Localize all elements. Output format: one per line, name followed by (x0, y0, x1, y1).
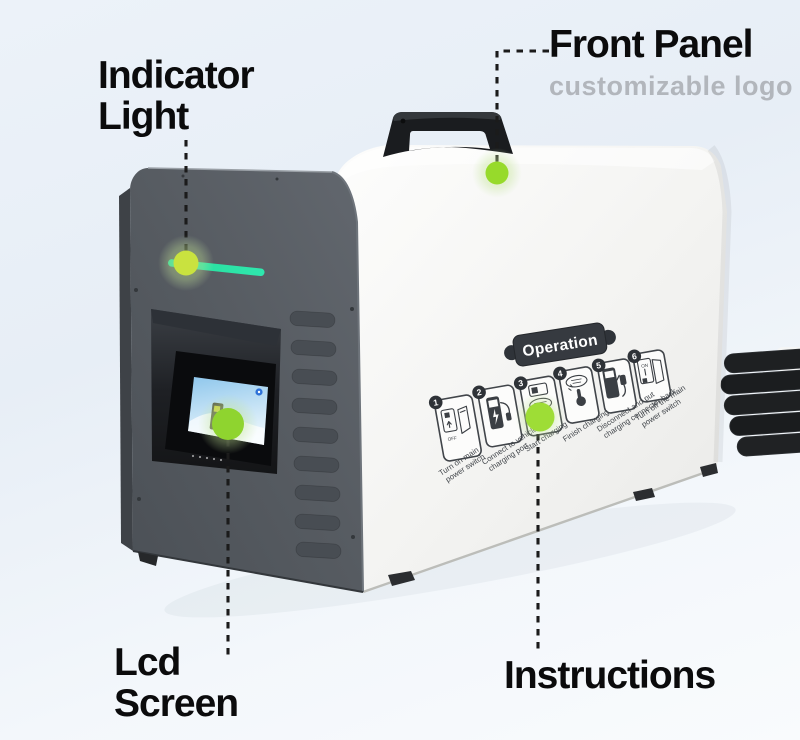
vent-grille (289, 310, 342, 559)
front-panel-dot (485, 161, 509, 185)
body-shell (338, 145, 727, 592)
step-number: 3 (518, 378, 525, 389)
device-foot (633, 488, 655, 501)
panel-bottom-edge (132, 550, 364, 593)
vent-slot (290, 339, 337, 357)
screw (275, 177, 279, 181)
step-number-badge (591, 358, 606, 373)
step-number-badge (553, 366, 567, 381)
instruction-step-1: OFF 1 (428, 394, 482, 462)
device-foot (138, 552, 158, 566)
handle-hole (400, 118, 406, 124)
indicator-light-label: Indicator Light (98, 54, 255, 139)
cable-loop (723, 390, 800, 416)
panel-side-sliver (119, 188, 133, 551)
vent-slot (294, 484, 341, 502)
step-number-badge (428, 395, 443, 410)
power-off-switch-icon (636, 357, 665, 385)
indicator-light-dot (173, 250, 199, 276)
power-on-switch-icon (440, 405, 471, 434)
step-number: 4 (557, 368, 564, 379)
panel-top-bevel (147, 167, 333, 173)
front-panel-line (495, 49, 549, 164)
carry-handle (383, 112, 513, 157)
lcd-screen-dot (212, 408, 244, 440)
cable-loop (723, 348, 800, 374)
step-number: 1 (433, 397, 440, 408)
body-right-shade (707, 145, 732, 463)
charging-cable (720, 348, 800, 457)
step-number-badge (513, 376, 528, 390)
disconnect-connector-icon (602, 367, 627, 399)
vent-slot (289, 310, 336, 328)
instruction-step-2: 2 (472, 384, 523, 448)
screw (137, 497, 141, 501)
instructions-label: Instructions (504, 654, 716, 697)
front-left-panel (119, 167, 364, 593)
operation-plaque: Operation (504, 322, 616, 367)
step-number: 2 (476, 387, 483, 398)
cable-loop (736, 432, 800, 457)
lcd-screen-label: Lcd Screen (114, 641, 239, 726)
screen-logo-dot (257, 390, 261, 394)
handle-top-bevel (393, 112, 501, 121)
step-number: 5 (595, 360, 602, 371)
instructions-dot (525, 402, 555, 432)
front-panel-sublabel: customizable logo (549, 71, 794, 101)
screw (351, 535, 355, 539)
vent-slot (291, 368, 338, 386)
screw (181, 174, 185, 178)
switch-state-label: OFF (447, 435, 457, 442)
step-number: 6 (631, 351, 638, 362)
vent-slot (292, 426, 339, 444)
step-number-badge (472, 385, 486, 400)
charging-pile-icon (486, 396, 512, 430)
lcd-recess-wall (151, 309, 281, 346)
vent-slot (295, 541, 342, 559)
body-top-highlight (340, 147, 715, 179)
handle-body (383, 112, 513, 157)
vent-slot (293, 455, 340, 473)
instruction-step-4: 4 (553, 366, 600, 424)
instruction-step-5: 5 (591, 358, 638, 414)
instruction-step-6: ON 6 (627, 349, 672, 403)
vent-slot (294, 513, 341, 531)
front-panel-label: Front Panel (549, 23, 754, 66)
screw (350, 307, 354, 311)
plaque-body (512, 322, 608, 367)
device-foot (388, 571, 415, 586)
device-foot (700, 463, 718, 477)
screw (134, 288, 138, 292)
panel-right-bevel (331, 171, 364, 593)
switch-state-label: ON (641, 363, 649, 369)
vent-slot (291, 397, 338, 415)
cable-loop (720, 369, 800, 395)
callout-markers (158, 148, 565, 454)
finish-charging-icon (565, 374, 588, 407)
step-number-badge (627, 349, 642, 364)
bezel-marks (191, 454, 223, 462)
cable-loop (729, 411, 800, 436)
